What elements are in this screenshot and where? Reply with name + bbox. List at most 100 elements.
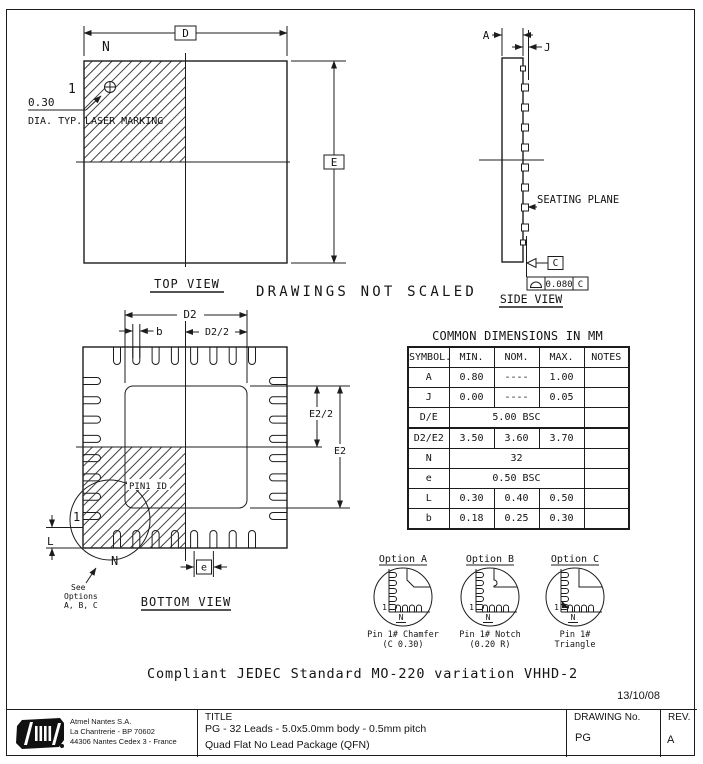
pad-corner-square [578,569,602,588]
svg-text:E2/2: E2/2 [309,409,333,420]
flatness-callout: 0.080 C [526,276,589,291]
jedec-compliance-note: Compliant JEDEC Standard MO-220 variatio… [147,666,578,682]
svg-text:0.080: 0.080 [545,280,572,290]
rev-label: REV. [668,712,691,723]
side-view-label: SIDE VIEW [500,292,562,306]
company-address: Atmel Nantes S.A. La Chantrerie - BP 706… [70,717,177,746]
option-a: Option A 1 N Pin 1# Chamfer (C 0.30) [367,554,439,650]
svg-text:L: L [47,535,54,548]
atmel-logo [16,718,64,749]
svg-text:1: 1 [469,603,474,612]
table-row: e 0.50 BSC [407,468,630,489]
dimension-d2-half: D2/2 [185,325,248,338]
table-title: COMMON DIMENSIONS IN MM [432,329,603,343]
pin-1-label-bottom: 1 [73,510,80,524]
lead-slots-right [269,377,288,520]
svg-text:A: A [483,29,490,42]
pin-1-label: 1 [68,82,76,97]
svg-text:Option B: Option B [466,554,514,565]
svg-text:D2/2: D2/2 [205,327,229,338]
dimension-e2-half: E2/2 [250,385,350,448]
col-header-nom: NOM. [493,346,540,368]
pin1-triangle-mark [562,601,569,608]
dimension-e-pitch: e [180,551,227,577]
bottom-view: D2 b D2/2 E2/2 [46,307,353,611]
dimension-b: b [119,324,163,358]
title-label: TITLE [205,712,233,723]
svg-text:Triangle: Triangle [555,640,596,650]
company-cell: Atmel Nantes S.A. La Chantrerie - BP 706… [6,710,197,757]
top-view-label: TOP VIEW [154,277,220,291]
svg-text:b: b [156,325,163,338]
svg-text:Option A: Option A [379,554,427,565]
dimensions-table-section: COMMON DIMENSIONS IN MM SYMBOL. MIN. NOM… [407,329,630,530]
laser-marking-hatch [84,61,186,162]
dia-value: 0.30 [28,96,55,109]
pin-n-label: N [102,40,110,55]
dimension-d2: D2 [124,307,248,383]
svg-text:J: J [544,41,551,54]
svg-text:Pin 1# Chamfer: Pin 1# Chamfer [367,630,439,640]
svg-text:D2: D2 [183,308,196,321]
col-header-max: MAX. [538,346,585,368]
dimension-a: A [483,28,533,56]
table-row: D/E 5.00 BSC [407,407,630,429]
seating-plane-symbol-icon [529,281,543,288]
table-header-row: SYMBOL. MIN. NOM. MAX. NOTES [407,346,630,368]
option-b-circle [460,567,520,627]
drawing-no-cell: DRAWING No. PG [566,710,660,757]
dimension-l: L [46,515,83,560]
svg-text:(C 0.30): (C 0.30) [383,640,424,650]
pin1-detail-circle [69,479,151,561]
svg-text:1: 1 [382,603,387,612]
svg-text:C: C [578,280,583,290]
option-c-circle [545,567,605,627]
lead-slots-top [113,346,256,365]
option-c: Option C 1 N Pin 1# Triangle [545,554,605,650]
pad-corner-notch [493,569,517,588]
see-options-note: See Options A, B, C [64,567,98,610]
pin-n-label-bottom: N [111,554,118,568]
svg-text:N: N [571,613,576,622]
table-row: N 32 [407,448,630,469]
laser-marking-note: LASER MARKING [85,116,163,127]
drawing-title-line2: Quad Flat No Lead Package (QFN) [205,739,370,751]
pin1-quadrant-hatch [83,447,186,548]
col-header-min: MIN. [448,346,495,368]
svg-text:N: N [399,613,404,622]
svg-text:Pin 1#: Pin 1# [560,630,592,640]
col-header-symbol: SYMBOL. [407,346,450,368]
datum-c-flag: C [525,256,564,270]
top-view: D E N 1 0.30 DIA. TYP. LASER MARKING [28,25,346,293]
svg-text:E: E [331,156,338,169]
laser-mark-icon [104,81,116,93]
dimension-e: E [291,60,346,264]
svg-text:A, B, C: A, B, C [64,601,98,610]
dia-note: DIA. TYP. [28,116,82,127]
svg-text:See: See [71,583,86,592]
svg-text:e: e [201,563,207,574]
col-header-notes: NOTES [583,346,630,368]
option-b: Option B 1 N Pin 1# Notch (0.20 R) [459,554,520,650]
title-cell: TITLE PG - 32 Leads - 5.0x5.0mm body - 0… [197,710,566,757]
drawing-no-label: DRAWING No. [574,712,641,723]
svg-text:D: D [182,27,189,40]
title-block: Atmel Nantes S.A. La Chantrerie - BP 706… [6,709,697,757]
dimension-e2: E2 [250,385,353,509]
not-scaled-note: DRAWINGS NOT SCALED [256,284,477,300]
rev-value: A [667,734,675,746]
svg-text:(0.20 R): (0.20 R) [470,640,511,650]
side-view: A J SEATING PLANE C [479,28,619,308]
svg-text:E2: E2 [334,446,346,457]
drawing-title-line1: PG - 32 Leads - 5.0x5.0mm body - 0.5mm p… [205,723,427,735]
bottom-view-label: BOTTOM VIEW [141,595,231,609]
option-a-circle [373,567,433,627]
sheet-border [6,9,695,756]
drawing-date: 13/10/08 [617,690,660,702]
